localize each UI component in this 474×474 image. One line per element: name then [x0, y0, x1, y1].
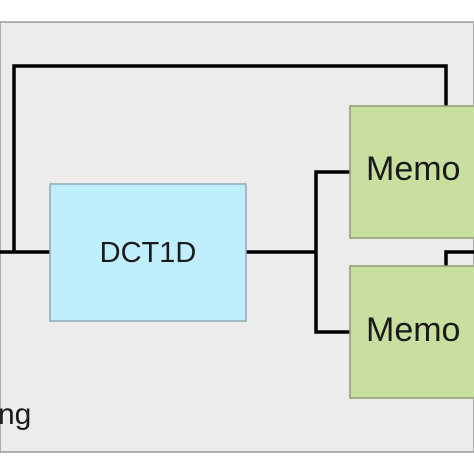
memory-bottom-label: Memo [366, 311, 460, 349]
dct1d-block[interactable]: DCT1D [49, 183, 247, 322]
dct1d-label: DCT1D [100, 237, 197, 269]
feedback-wire [12, 64, 448, 252]
split-wire [314, 170, 350, 334]
memory-bottom-box [349, 265, 474, 399]
dct1d-box [49, 183, 247, 322]
wires [0, 64, 474, 334]
memory-link-wire [444, 250, 474, 266]
memory-top-label: Memo [366, 150, 460, 188]
memory-bottom-block[interactable]: Memo [349, 265, 474, 399]
caption-fragment: ng [0, 398, 31, 431]
memory-top-block[interactable]: Memo [349, 105, 474, 239]
memory-top-box [349, 105, 474, 239]
